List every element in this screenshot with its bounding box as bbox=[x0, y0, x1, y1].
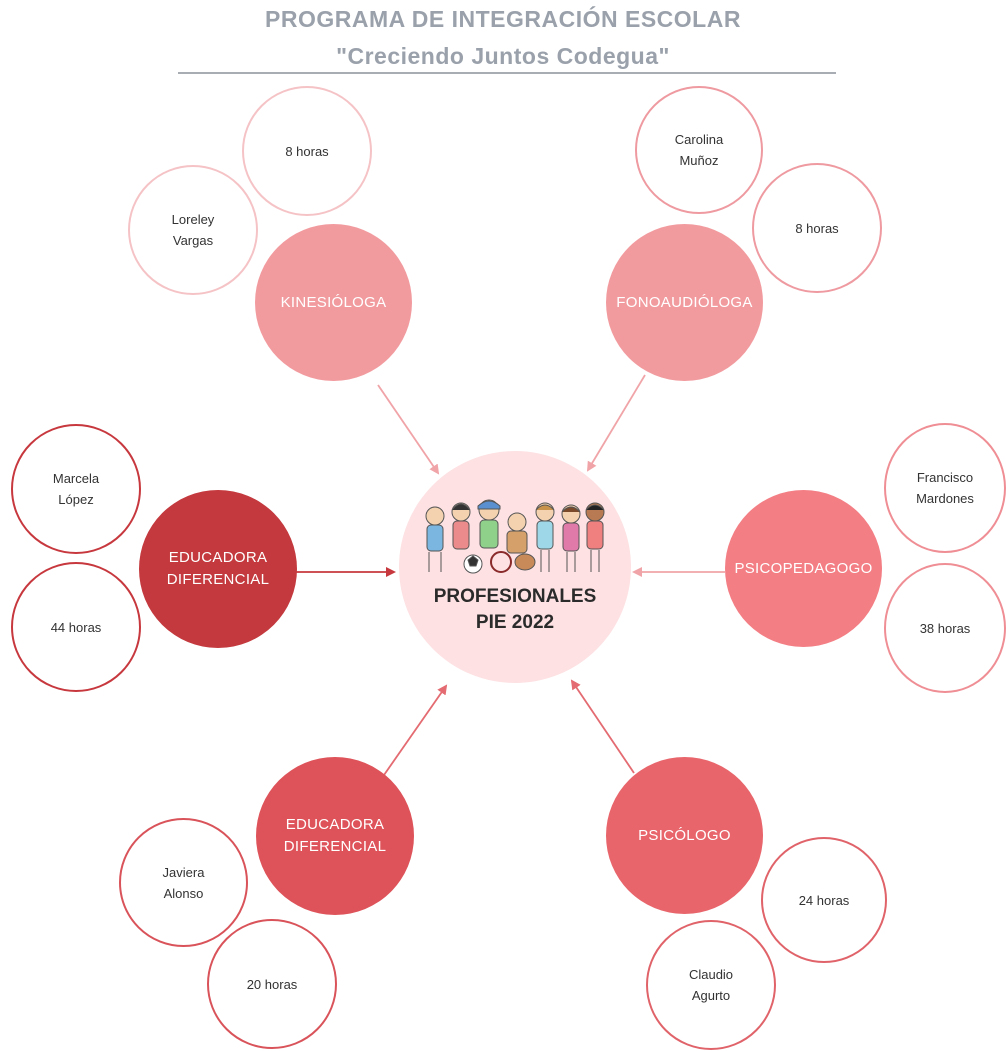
page-subtitle: "Creciendo Juntos Codegua" bbox=[336, 43, 670, 69]
center-node: PROFESIONALES PIE 2022 bbox=[399, 451, 631, 683]
educadora2-hours: 20 horas bbox=[207, 919, 337, 1049]
page-title: PROGRAMA DE INTEGRACIÓN ESCOLAR bbox=[265, 6, 741, 32]
psicologo-hours-text: 24 horas bbox=[798, 892, 850, 908]
role-fonoaudiologa-label: FONOAUDIÓLOGA bbox=[616, 293, 753, 311]
center-title: PROFESIONALES PIE 2022 bbox=[433, 586, 597, 633]
fonoaudiologa-hours-text: 8 horas bbox=[795, 220, 839, 236]
role-psicologo: PSICÓLOGO bbox=[606, 757, 763, 914]
educadora1-name-text: Marcela López bbox=[52, 471, 100, 507]
psicopedagogo-hours-text: 38 horas bbox=[919, 620, 971, 636]
role-educadora-diferencial-2: EDUCADORA DIFERENCIAL bbox=[256, 757, 414, 915]
arrow-educadora2 bbox=[383, 684, 448, 776]
arrow-kinesiologa bbox=[377, 384, 440, 475]
educadora1-name: Marcela López bbox=[11, 424, 141, 554]
role-educadora1-label: EDUCADORA DIFERENCIAL bbox=[166, 549, 270, 588]
role-kinesiologa: KINESIÓLOGA bbox=[255, 224, 412, 381]
kinesiologa-name: Loreley Vargas bbox=[128, 165, 258, 295]
psicopedagogo-name-text: Francisco Mardones bbox=[916, 470, 974, 506]
psicopedagogo-hours: 38 horas bbox=[884, 563, 1006, 693]
role-psicopedagogo: PSICOPEDAGOGO bbox=[725, 490, 882, 647]
kinesiologa-name-text: Loreley Vargas bbox=[171, 212, 215, 248]
kinesiologa-hours: 8 horas bbox=[242, 86, 372, 216]
fonoaudiologa-name: Carolina Muñoz bbox=[635, 86, 763, 214]
kinesiologa-hours-text: 8 horas bbox=[285, 143, 329, 159]
psicologo-name: Claudio Agurto bbox=[646, 920, 776, 1050]
role-psicologo-label: PSICÓLOGO bbox=[638, 826, 731, 844]
psicologo-name-text: Claudio Agurto bbox=[688, 967, 734, 1003]
educadora2-hours-text: 20 horas bbox=[246, 976, 298, 992]
title-divider bbox=[178, 72, 836, 74]
psicopedagogo-name: Francisco Mardones bbox=[884, 423, 1006, 553]
role-educadora-diferencial-1: EDUCADORA DIFERENCIAL bbox=[139, 490, 297, 648]
arrow-psicologo bbox=[570, 679, 635, 774]
role-educadora2-label: EDUCADORA DIFERENCIAL bbox=[283, 816, 387, 855]
educadora2-name-text: Javiera Alonso bbox=[162, 864, 205, 901]
fonoaudiologa-hours: 8 horas bbox=[752, 163, 882, 293]
educadora1-hours: 44 horas bbox=[11, 562, 141, 692]
educadora1-hours-text: 44 horas bbox=[50, 619, 102, 635]
role-fonoaudiologa: FONOAUDIÓLOGA bbox=[606, 224, 763, 381]
psicologo-hours: 24 horas bbox=[761, 837, 887, 963]
role-kinesiologa-label: KINESIÓLOGA bbox=[280, 293, 387, 311]
arrow-fonoaudiologa bbox=[586, 374, 646, 472]
fonoaudiologa-name-text: Carolina Muñoz bbox=[674, 132, 724, 168]
children-illustration-icon bbox=[425, 499, 605, 574]
role-psicopedagogo-label: PSICOPEDAGOGO bbox=[734, 559, 873, 577]
educadora2-name: Javiera Alonso bbox=[119, 818, 248, 947]
